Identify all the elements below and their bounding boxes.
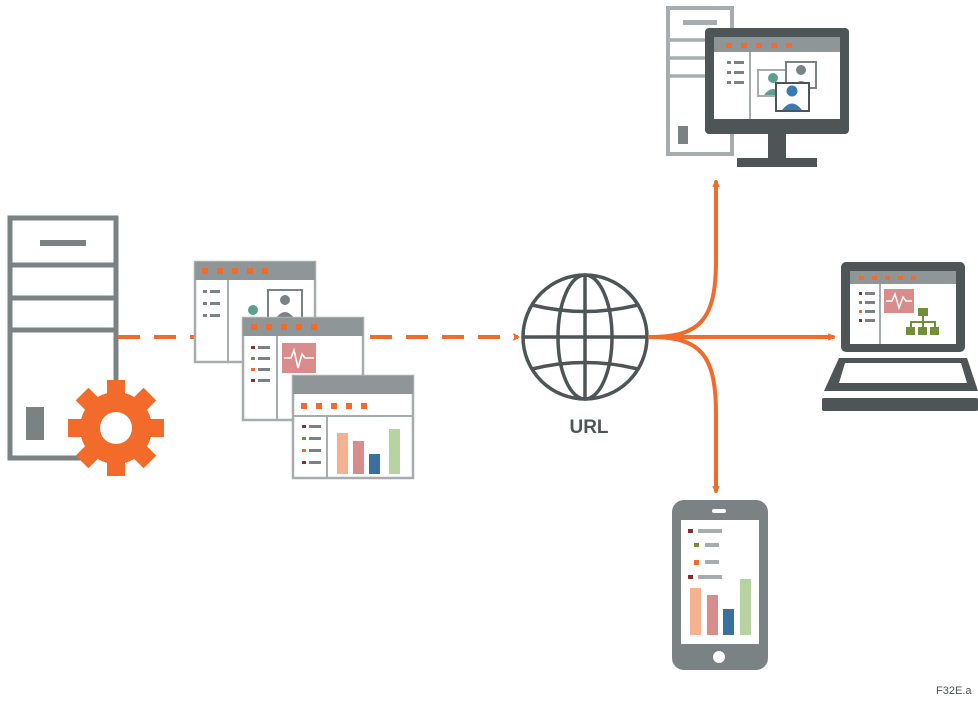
globe-icon xyxy=(521,273,649,401)
doc-front xyxy=(291,374,415,480)
arrow-to-phone xyxy=(648,335,716,493)
figure-id: F32E.a xyxy=(936,685,972,697)
arrow-to-desktop xyxy=(648,180,716,339)
url-label: URL xyxy=(569,417,608,438)
document-stack-icon xyxy=(193,260,415,480)
fanout-arrows xyxy=(648,180,835,493)
laptop-icon xyxy=(822,262,978,411)
server-icon xyxy=(7,215,119,461)
smartphone-icon xyxy=(672,500,768,670)
desktop-pc-icon xyxy=(666,6,849,167)
gear-icon xyxy=(68,380,164,476)
